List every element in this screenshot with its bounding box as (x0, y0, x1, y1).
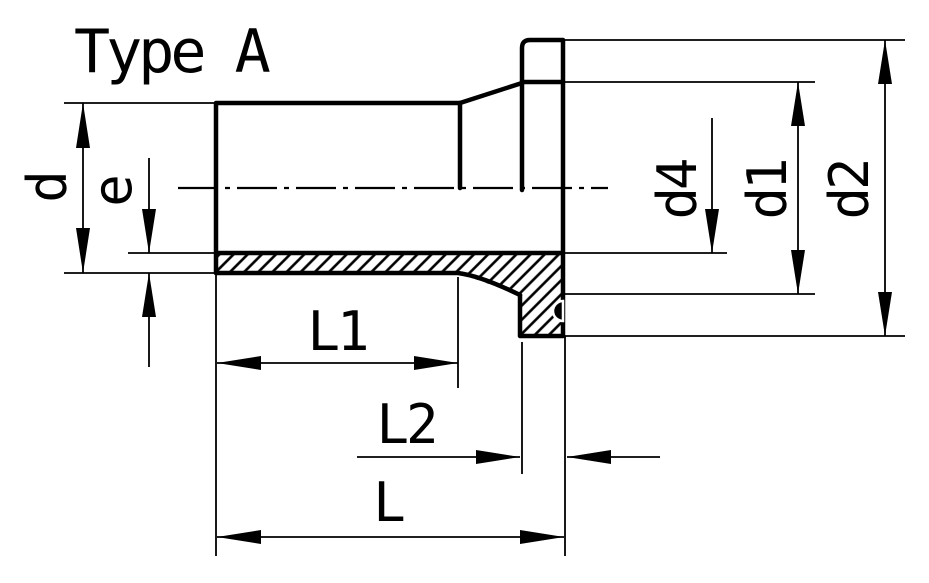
dim-d4-arrow (705, 209, 719, 253)
section-hatch-region (216, 253, 563, 336)
dim-d2-arrow-bottom (878, 292, 892, 336)
label-d2: d2 (818, 160, 881, 219)
dim-l-arrow-right (520, 530, 564, 544)
drawing-labels: Type A d e d4 d1 d2 L1 L2 L (16, 17, 881, 534)
dim-l1-arrow-right (414, 356, 458, 370)
seal-groove-detail (551, 299, 565, 323)
dim-d-arrow-top (76, 103, 90, 148)
label-l1: L1 (307, 300, 366, 363)
label-l: L (373, 471, 404, 534)
pipe-bottom-taper-edge (213, 270, 523, 298)
label-d4: d4 (646, 160, 709, 220)
dim-l2-arrow-right (567, 450, 611, 464)
label-d1: d1 (736, 160, 799, 219)
dim-l2-arrow-left (476, 450, 520, 464)
dim-l1-arrow-left (217, 356, 261, 370)
dimension-arrows (76, 40, 892, 544)
label-l2: L2 (376, 393, 435, 456)
dim-e-arrow-bottom (142, 273, 156, 317)
dim-e-arrow-top (142, 209, 156, 253)
dim-l-arrow-left (217, 530, 261, 544)
dim-d1-arrow-bottom (791, 250, 805, 294)
dim-d2-arrow-top (878, 40, 892, 84)
drawing-title: Type A (74, 17, 271, 87)
taper-top-edge (457, 80, 525, 106)
dim-d1-arrow-top (791, 82, 805, 126)
dim-d-arrow-bottom (76, 228, 90, 273)
label-e: e (81, 177, 144, 207)
label-d: d (16, 173, 79, 203)
extension-lines (64, 39, 905, 556)
